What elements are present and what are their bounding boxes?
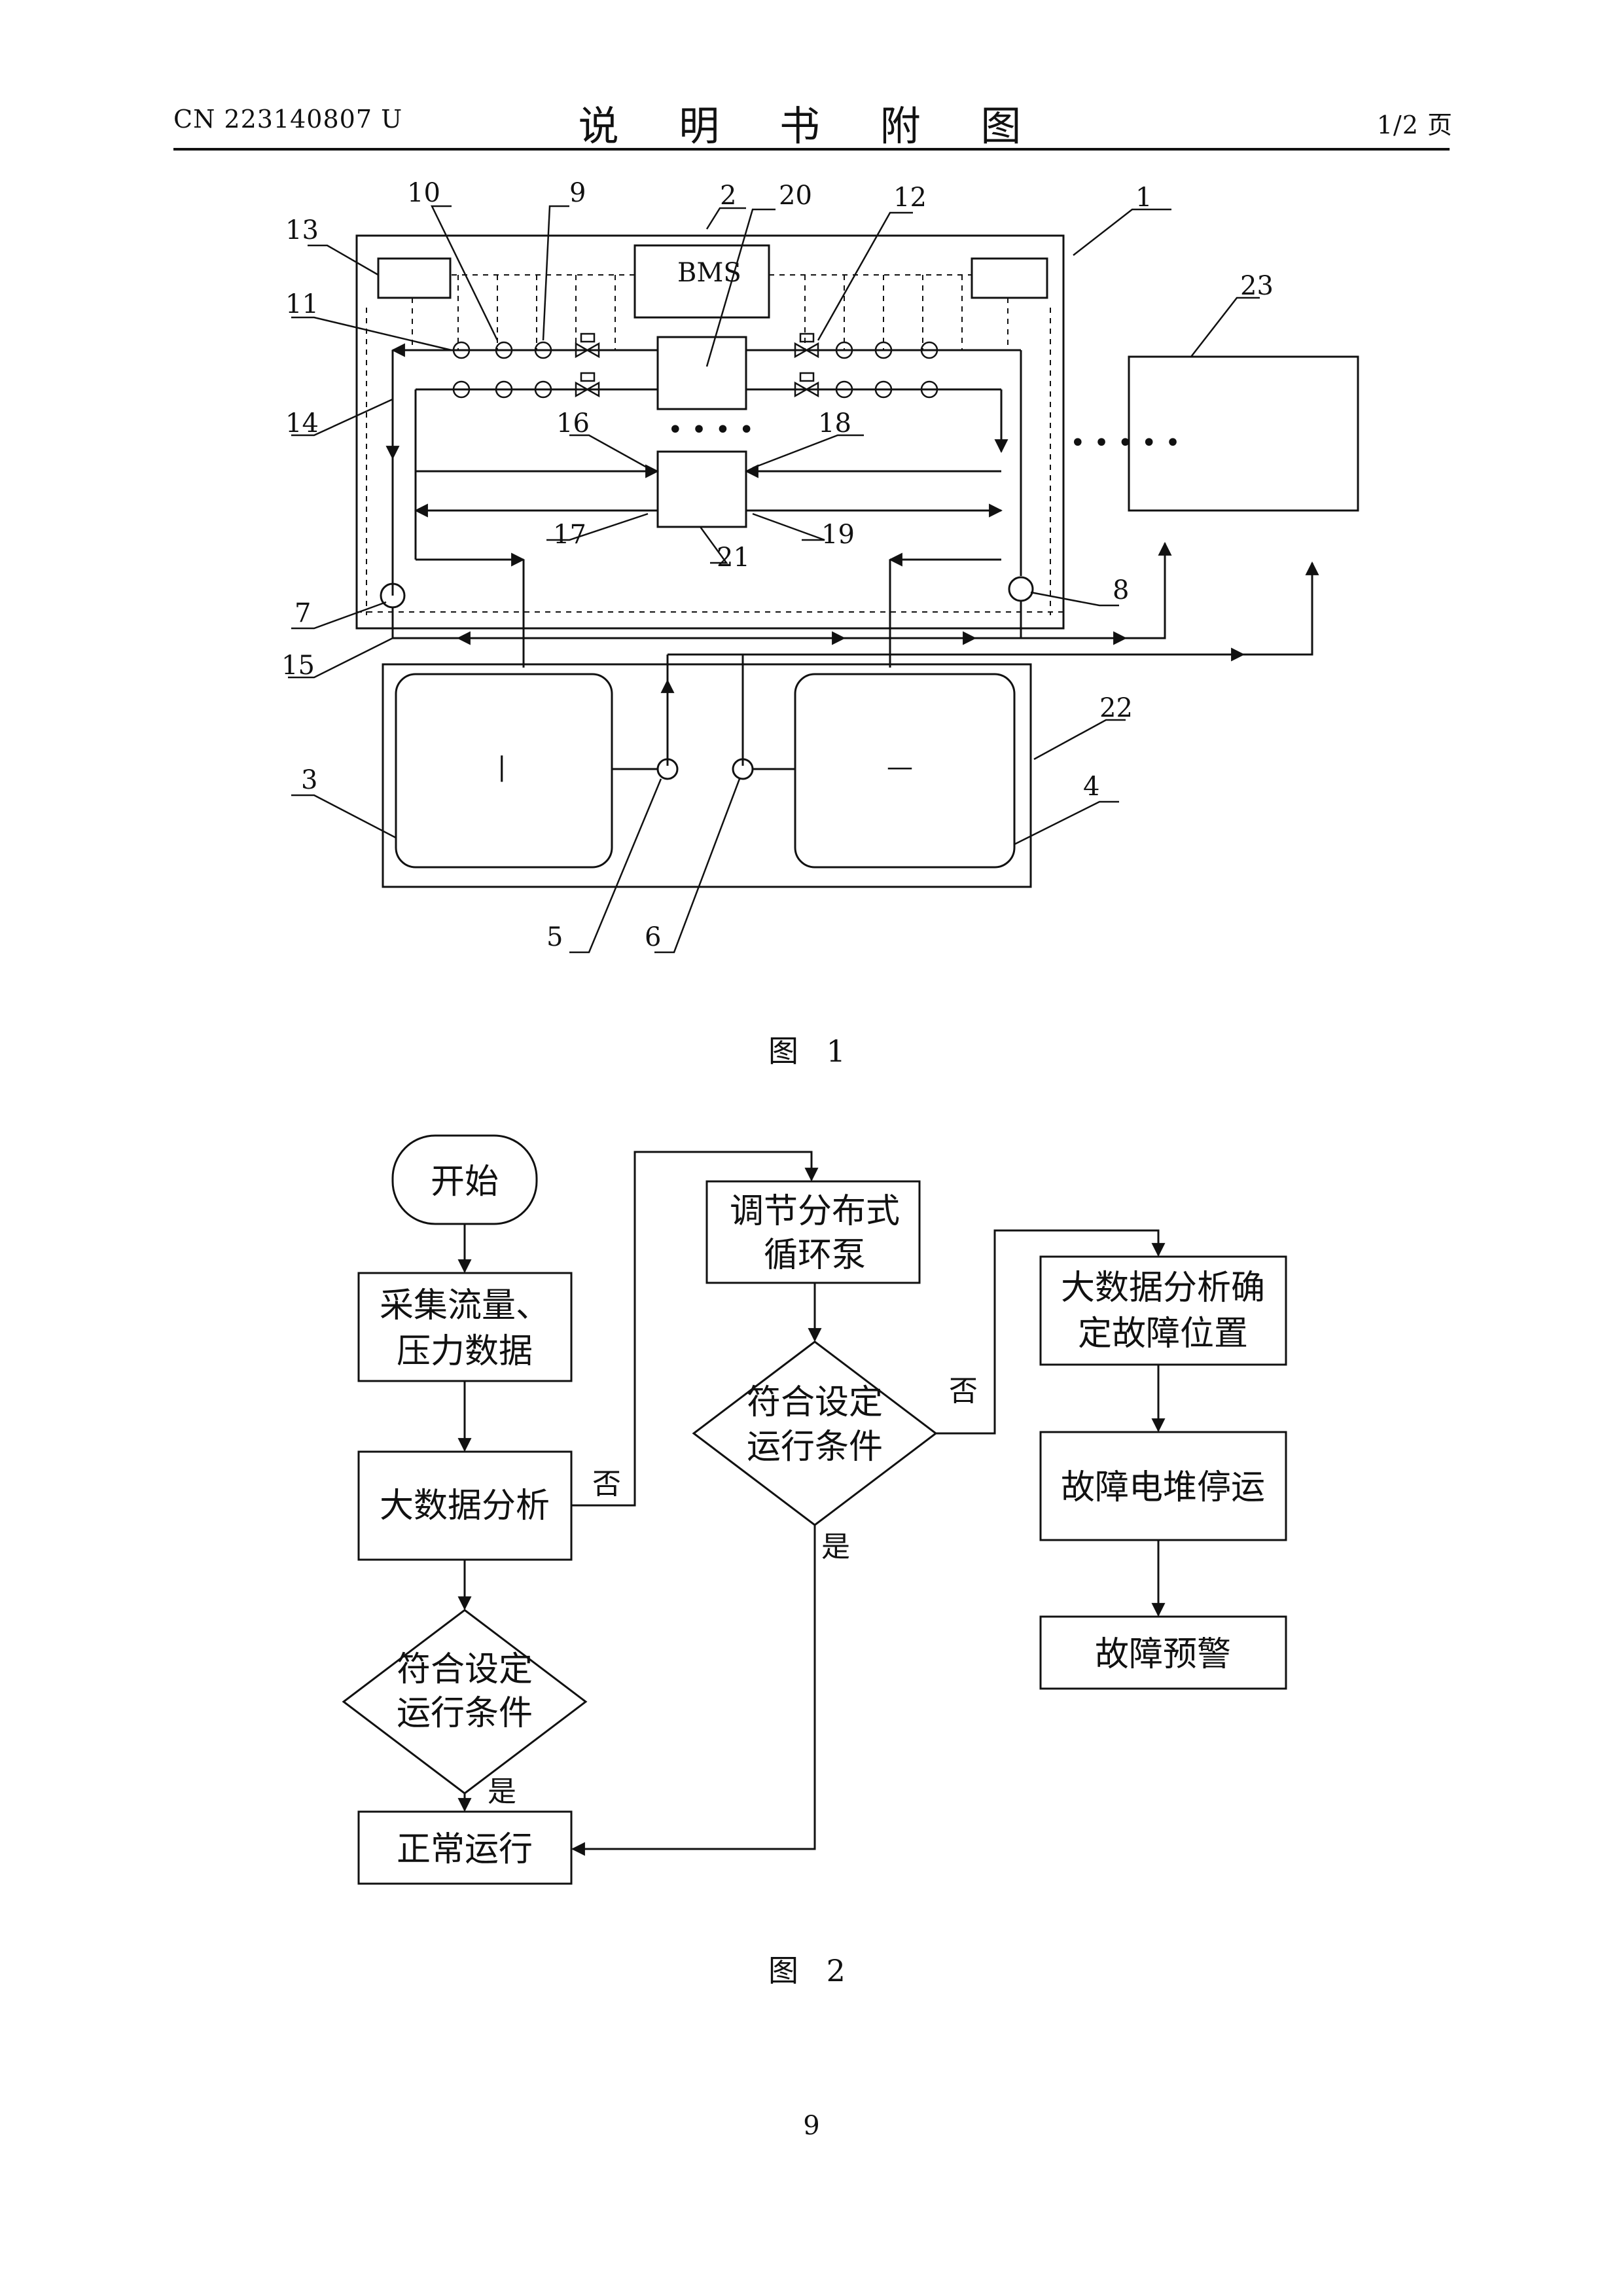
label-6: 6 xyxy=(645,922,661,952)
no-label-mid: 否 xyxy=(949,1374,978,1408)
label-4: 4 xyxy=(1083,772,1099,802)
stop-text: 故障电堆停运 xyxy=(1061,1468,1265,1507)
decision-mid-line2: 运行条件 xyxy=(747,1427,883,1467)
bms-label: BMS xyxy=(677,258,741,288)
decision-left-line1: 符合设定 xyxy=(397,1650,533,1689)
start-text: 开始 xyxy=(431,1162,499,1202)
stack-20 xyxy=(658,337,746,409)
adjust-text-line1: 调节分布式 xyxy=(730,1192,900,1231)
label-18: 18 xyxy=(818,408,851,439)
label-14: 14 xyxy=(285,408,319,439)
tank-3-symbol: | xyxy=(497,752,506,782)
decision-left-line2: 运行条件 xyxy=(397,1694,533,1733)
bms-signal-lines xyxy=(357,275,1063,615)
label-2: 2 xyxy=(720,181,736,211)
pump-8 xyxy=(1009,577,1033,601)
label-8: 8 xyxy=(1113,575,1129,605)
label-5: 5 xyxy=(546,922,563,952)
figure-2-caption: 图 2 xyxy=(0,1947,1623,1990)
label-16: 16 xyxy=(556,408,590,439)
label-20: 20 xyxy=(779,181,812,211)
warning-text: 故障预警 xyxy=(1095,1635,1231,1674)
no-label-left: 否 xyxy=(592,1467,621,1501)
side-dots: • • • • • xyxy=(1070,428,1181,458)
gauge-row-bottom xyxy=(454,373,937,397)
label-11: 11 xyxy=(285,289,319,319)
pipe-manifolds xyxy=(393,350,1021,668)
yes-label-left: 是 xyxy=(488,1775,516,1808)
locate-text-line1: 大数据分析确 xyxy=(1061,1268,1265,1308)
tank-4-symbol: — xyxy=(887,752,913,782)
stack-21 xyxy=(658,452,746,527)
sensor-box-right xyxy=(972,259,1047,298)
tank-enclosure-22 xyxy=(383,664,1031,887)
label-12: 12 xyxy=(893,183,927,213)
label-21: 21 xyxy=(717,543,750,573)
stack-dots: • • • • xyxy=(668,415,755,445)
label-23: 23 xyxy=(1240,271,1274,301)
collect-text-line1: 采集流量、 xyxy=(380,1286,550,1325)
label-15: 15 xyxy=(281,651,315,681)
decision-mid-line1: 符合设定 xyxy=(747,1383,883,1422)
label-13: 13 xyxy=(285,215,319,245)
label-9: 9 xyxy=(569,178,586,208)
page-number: 9 xyxy=(0,2111,1623,2141)
figure-1-caption: 图 1 xyxy=(0,1028,1623,1071)
collect-text-line2: 压力数据 xyxy=(397,1332,533,1371)
normal-text: 正常运行 xyxy=(397,1830,533,1869)
sensor-box-left xyxy=(378,259,450,298)
label-22: 22 xyxy=(1099,693,1133,723)
label-7: 7 xyxy=(294,598,311,628)
label-19: 19 xyxy=(821,520,855,550)
label-17: 17 xyxy=(553,520,586,550)
label-3: 3 xyxy=(301,765,317,795)
label-1: 1 xyxy=(1135,183,1152,213)
figure-1-system-diagram xyxy=(288,206,1358,952)
analyze-text: 大数据分析 xyxy=(380,1486,550,1526)
label-10: 10 xyxy=(407,178,440,208)
main-pipes xyxy=(393,543,1312,766)
locate-text-line2: 定故障位置 xyxy=(1078,1314,1248,1354)
yes-label-mid: 是 xyxy=(821,1530,850,1564)
adjust-text-line2: 循环泵 xyxy=(764,1236,866,1275)
